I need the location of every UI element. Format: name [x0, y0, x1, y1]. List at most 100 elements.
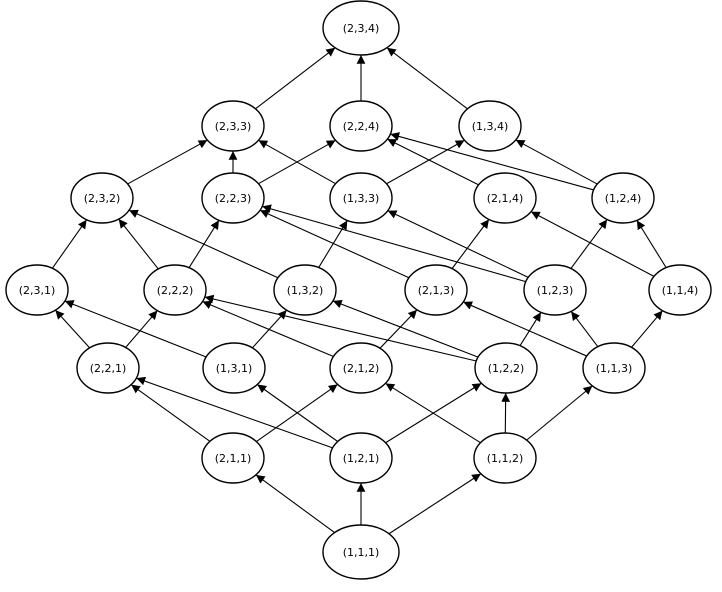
node-123: (1,2,3) [523, 264, 587, 316]
edge-122-to-123 [519, 312, 542, 346]
node-label: (1,1,1) [343, 546, 380, 559]
edge-212-to-213 [379, 309, 418, 349]
node-ellipse [201, 172, 265, 224]
edge-112-to-212 [385, 382, 481, 444]
node-ellipse [201, 100, 265, 152]
node-ellipse [273, 264, 337, 316]
node-ellipse [458, 100, 522, 152]
node-223: (2,2,3) [201, 172, 265, 224]
edge-131-to-132 [251, 309, 288, 349]
node-221: (2,2,1) [76, 342, 140, 394]
node-ellipse [591, 172, 655, 224]
node-ellipse [329, 100, 393, 152]
node-ellipse [523, 264, 587, 316]
node-133: (1,3,3) [329, 172, 393, 224]
node-ellipse [329, 432, 393, 484]
edge-123-to-124 [570, 219, 608, 269]
node-122: (1,2,2) [474, 342, 538, 394]
node-label: (2,2,3) [215, 192, 252, 205]
edge-221-to-222 [125, 310, 158, 348]
edge-113-to-114 [631, 310, 663, 348]
edge-124-to-134 [515, 139, 598, 185]
node-212: (2,1,2) [329, 342, 393, 394]
edge-122-to-132 [332, 299, 479, 358]
node-label: (1,3,3) [343, 192, 380, 205]
node-213: (2,1,3) [404, 264, 468, 316]
edge-111-to-112 [388, 473, 482, 535]
node-114: (1,1,4) [648, 264, 712, 316]
node-label: (1,2,2) [488, 362, 525, 375]
node-label: (1,2,4) [605, 192, 642, 205]
node-label: (1,3,4) [472, 120, 509, 133]
edge-214-to-224 [387, 138, 479, 186]
node-214: (2,1,4) [473, 172, 537, 224]
node-label: (2,3,1) [19, 284, 56, 297]
edge-134-to-234 [386, 47, 468, 110]
node-label: (1,3,1) [216, 362, 253, 375]
node-ellipse [473, 172, 537, 224]
node-label: (2,1,4) [487, 192, 524, 205]
edge-121-to-131 [256, 384, 339, 442]
edge-131-to-231 [64, 300, 207, 358]
edge-113-to-123 [570, 311, 599, 347]
node-ellipse [70, 172, 134, 224]
node-111: (1,1,1) [322, 524, 400, 580]
node-124: (1,2,4) [591, 172, 655, 224]
node-ellipse [76, 342, 140, 394]
edge-132-to-133 [318, 220, 348, 268]
node-ellipse [143, 264, 207, 316]
edge-111-to-211 [255, 474, 335, 534]
node-231: (2,3,1) [5, 264, 69, 316]
edge-222-to-232 [118, 218, 159, 270]
node-224: (2,2,4) [329, 100, 393, 152]
node-label: (2,1,3) [418, 284, 455, 297]
edge-122-to-222 [204, 294, 477, 362]
node-113: (1,1,3) [582, 342, 646, 394]
node-112: (1,1,2) [473, 432, 537, 484]
node-label: (2,1,1) [215, 452, 252, 465]
edge-112-to-113 [526, 385, 593, 441]
node-ellipse [474, 342, 538, 394]
edge-212-to-222 [202, 300, 334, 357]
edge-133-to-134 [386, 139, 465, 185]
node-ellipse [473, 432, 537, 484]
node-label: (1,1,2) [487, 452, 524, 465]
node-label: (2,3,3) [215, 120, 252, 133]
node-ellipse [201, 432, 265, 484]
edge-121-to-221 [136, 376, 333, 449]
node-ellipse [5, 264, 69, 316]
node-232: (2,3,2) [70, 172, 134, 224]
edge-123-to-133 [387, 210, 529, 278]
node-ellipse [322, 0, 400, 56]
node-ellipse [404, 264, 468, 316]
node-234: (2,3,4) [322, 0, 400, 56]
node-ellipse [329, 172, 393, 224]
node-layer: (2,3,4) (2,3,3) (2,2,4) (1,3,4) (2,3,2) (2,2,… [5, 0, 712, 580]
edge-123-to-223 [262, 204, 526, 283]
node-label: (2,2,4) [343, 120, 380, 133]
node-233: (2,3,3) [201, 100, 265, 152]
edge-233-to-234 [255, 47, 336, 110]
node-label: (2,3,4) [343, 22, 380, 35]
node-label: (1,2,1) [343, 452, 380, 465]
edge-213-to-223 [259, 209, 410, 279]
node-132: (1,3,2) [273, 264, 337, 316]
edge-221-to-231 [54, 309, 91, 349]
node-label: (2,2,2) [157, 284, 194, 297]
node-ellipse [648, 264, 712, 316]
edge-231-to-232 [51, 219, 88, 269]
edge-layer [51, 47, 667, 535]
node-label: (1,1,3) [596, 362, 633, 375]
node-label: (2,3,2) [84, 192, 121, 205]
edge-211-to-221 [130, 384, 211, 442]
edge-232-to-233 [127, 139, 208, 185]
edge-114-to-214 [530, 211, 655, 277]
node-211: (2,1,1) [201, 432, 265, 484]
edge-133-to-233 [258, 139, 336, 185]
node-121: (1,2,1) [329, 432, 393, 484]
node-131: (1,3,1) [202, 342, 266, 394]
node-ellipse [202, 342, 266, 394]
node-label: (2,2,1) [90, 362, 127, 375]
node-ellipse [582, 342, 646, 394]
